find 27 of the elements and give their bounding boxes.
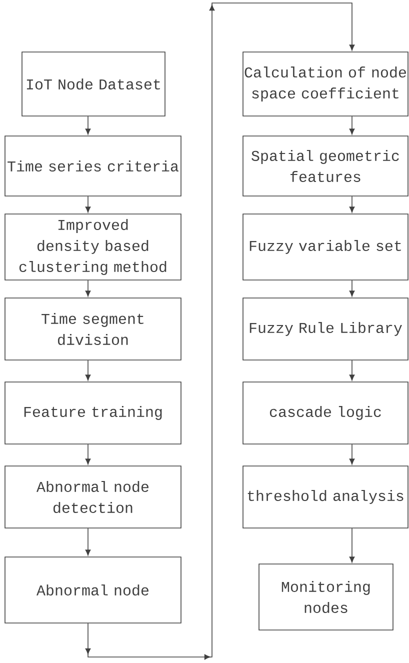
process-box: Improved density based clustering method (4, 214, 182, 280)
arrow (85, 444, 91, 465)
arrow (85, 360, 91, 381)
process-box: Abnormal node (4, 556, 182, 624)
process-box: Feature training (4, 382, 182, 444)
process-box: Monitoring nodes (258, 564, 394, 630)
process-box: Fuzzy Rule Library (242, 298, 408, 360)
arrow (349, 116, 355, 135)
process-box: cascade logic (242, 382, 408, 444)
process-box: Spatial geometric features (242, 136, 408, 196)
process-box: IoT Node Dataset (22, 52, 166, 116)
arrow (85, 528, 91, 556)
arrow (85, 2, 355, 660)
process-box: threshold analysis (242, 466, 408, 528)
arrow (85, 280, 91, 297)
arrow (349, 196, 355, 213)
process-box: Time series criteria (4, 136, 182, 196)
arrow (85, 196, 91, 213)
arrow (85, 116, 91, 135)
process-box: Fuzzy variable set (242, 214, 408, 280)
arrow (349, 360, 355, 381)
process-box: Abnormal node detection (4, 466, 182, 528)
arrow (349, 444, 355, 465)
arrow (349, 528, 355, 563)
process-box: Time segment division (4, 298, 182, 360)
arrow (349, 280, 355, 297)
process-box: Calculation of node space coefficient (242, 52, 408, 116)
